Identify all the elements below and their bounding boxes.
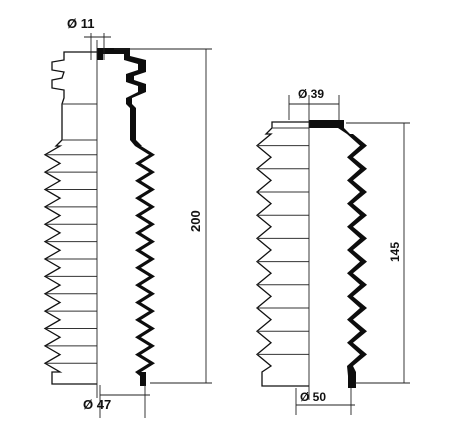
boot-short-top-diameter-dimension: Ø 39 xyxy=(288,87,340,120)
boot-long-right-shape xyxy=(97,48,155,386)
boot-short: Ø 39 Ø 50 145 xyxy=(255,87,410,415)
boot-short-left-profile xyxy=(255,121,309,387)
boot-long-left-outline xyxy=(43,51,97,385)
boot-short-length-dimension: 145 xyxy=(346,122,410,384)
boot-long-bottom-diameter-dimension: Ø 47 xyxy=(83,385,150,418)
boot-long-length-dimension: 200 xyxy=(114,48,212,384)
boot-short-length-label: 145 xyxy=(388,242,402,262)
boot-long-top-diameter-dimension: Ø 11 xyxy=(67,16,111,60)
boot-long-bottom-diameter-label: Ø 47 xyxy=(83,397,111,412)
boot-short-bottom-diameter-label: Ø 50 xyxy=(300,390,326,404)
boot-short-top-diameter-label: Ø 39 xyxy=(298,87,324,101)
boot-short-bottom-diameter-dimension: Ø 50 xyxy=(295,388,355,415)
boot-short-left-outline xyxy=(255,121,309,387)
boot-long-length-label: 200 xyxy=(188,210,203,232)
boot-short-right-shape xyxy=(309,120,367,388)
boot-short-right-silhouette xyxy=(309,120,367,388)
boot-long: Ø 11 Ø 47 200 xyxy=(43,16,212,418)
boot-long-right-silhouette xyxy=(97,48,155,386)
boot-long-top-diameter-label: Ø 11 xyxy=(67,16,94,31)
boot-long-left-profile xyxy=(43,51,97,385)
